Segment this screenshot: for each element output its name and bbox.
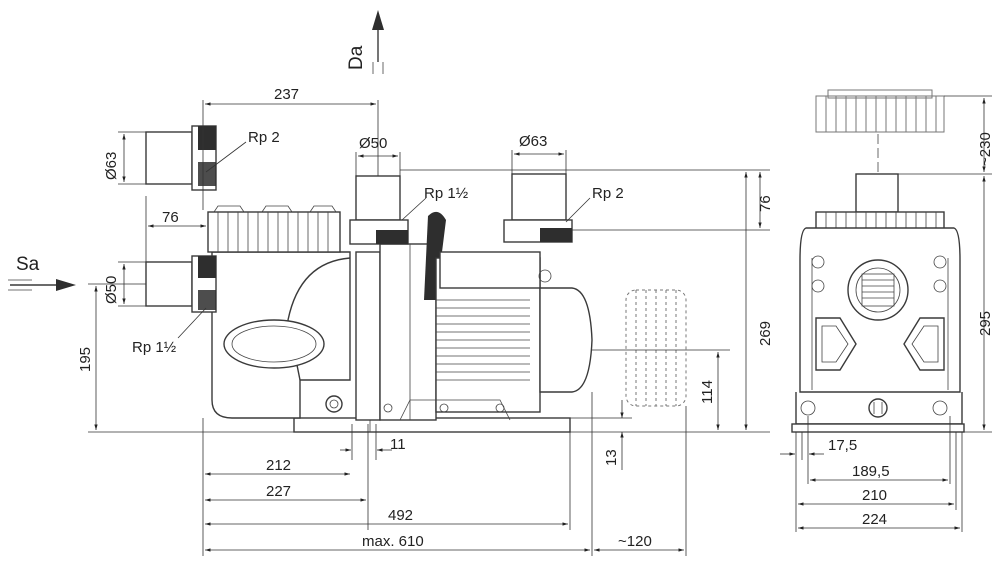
label-suction-dia-50: Ø50	[103, 276, 120, 304]
dim-189-5: 189,5	[852, 463, 890, 480]
discharge-label: Da	[346, 45, 367, 70]
discharge-fitting-50	[349, 175, 409, 245]
dim-max-610: max. 610	[362, 533, 424, 550]
dim-114: 114	[699, 380, 716, 404]
dim-76-vertical: 76	[757, 195, 774, 212]
dim-13: 13	[603, 449, 620, 466]
dim-11: 11	[390, 436, 406, 453]
dim-120: ~120	[618, 533, 652, 550]
discharge-flow-arrow	[372, 10, 384, 74]
discharge-fitting-63	[503, 173, 573, 243]
thread-leaders	[177, 141, 591, 339]
dim-17-5: 17,5	[828, 437, 857, 454]
label-suction-dia-63: Ø63	[103, 152, 120, 180]
pump-front-view	[791, 89, 965, 433]
pump-side-view	[207, 205, 593, 433]
label-discharge-dia-50: Ø50	[359, 135, 387, 152]
suction-fitting-50	[145, 255, 217, 313]
suction-eye	[223, 319, 325, 369]
dim-195: 195	[77, 347, 94, 372]
dim-295: 295	[977, 311, 994, 336]
dim-237: 237	[274, 86, 299, 103]
label-discharge-dia-63: Ø63	[519, 133, 547, 150]
suction-label: Sa	[16, 254, 40, 275]
dim-492: 492	[388, 507, 413, 524]
front-dimension-lines	[780, 95, 992, 532]
dim-lid-230: ~230	[977, 132, 994, 166]
suction-flow-arrow	[8, 279, 76, 291]
label-suction-thread-rp1half: Rp 1½	[132, 339, 177, 356]
dim-227: 227	[266, 483, 291, 500]
label-discharge-thread-rp2: Rp 2	[592, 185, 624, 202]
motor-removal-ghost	[625, 289, 687, 407]
label-discharge-thread-rp1half: Rp 1½	[424, 185, 469, 202]
dim-269: 269	[757, 321, 774, 346]
front-suction-port	[847, 259, 909, 321]
dim-76-horizontal: 76	[162, 209, 179, 226]
dim-224: 224	[862, 511, 887, 528]
suction-fitting-63	[145, 125, 217, 191]
side-dimension-lines	[88, 100, 770, 556]
dim-210: 210	[862, 487, 887, 504]
label-suction-thread-rp2: Rp 2	[248, 129, 280, 146]
dim-212: 212	[266, 457, 291, 474]
